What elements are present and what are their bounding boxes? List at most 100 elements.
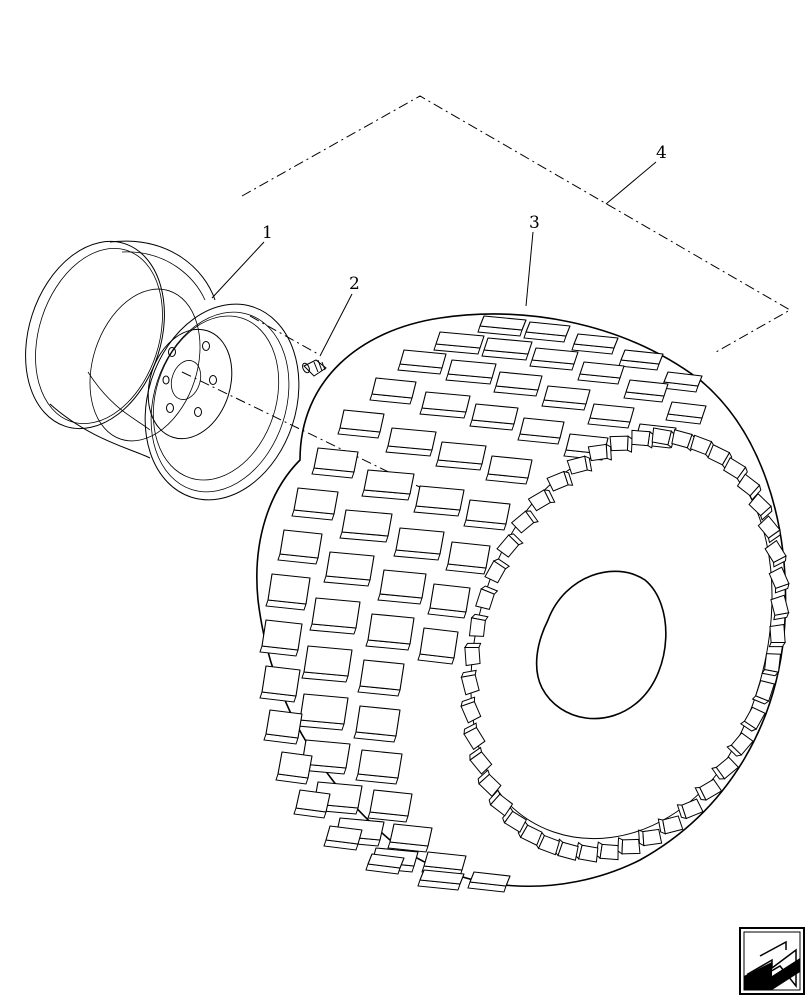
- tread-lugs: [259, 315, 707, 893]
- tread-lug: [339, 509, 393, 543]
- sidewall-lug: [463, 642, 482, 667]
- sidewall-lug: [657, 815, 684, 835]
- tread-lug: [311, 447, 359, 479]
- callout-1: 1: [262, 223, 273, 243]
- tread-lug: [445, 359, 497, 385]
- tread-lug: [661, 371, 703, 393]
- tread-lug: [353, 705, 401, 743]
- sidewall-lug: [488, 789, 514, 817]
- sidewall-lug: [694, 778, 723, 801]
- leader-lines: [211, 161, 657, 357]
- sidewall-lug: [510, 510, 539, 534]
- tread-lug: [481, 337, 533, 361]
- tread-lug: [477, 315, 527, 337]
- tread-lug: [291, 487, 339, 521]
- tread-lug: [323, 551, 375, 587]
- sidewall-lug: [764, 539, 787, 568]
- sidewall-lug: [739, 706, 766, 732]
- sidewall-lug: [574, 841, 599, 863]
- sidewall-lug: [761, 653, 782, 677]
- sidewall-lug: [469, 746, 493, 775]
- sidewall-lug: [617, 837, 641, 855]
- sidewall-lug: [770, 594, 790, 621]
- sidewall-lug: [496, 533, 524, 558]
- tread-lug: [397, 349, 447, 375]
- sidewall-lug: [484, 558, 511, 584]
- sidewall-lug: [711, 756, 740, 780]
- tread-lug: [529, 347, 579, 371]
- tread-lug: [587, 403, 635, 429]
- tread-lug: [259, 665, 301, 703]
- sidewall-lug: [463, 722, 486, 751]
- sidewall-lug: [587, 443, 612, 462]
- sidewall-lugs: [460, 427, 790, 863]
- tread-lug: [445, 541, 491, 575]
- tread-lug: [463, 499, 511, 531]
- assembly-outline: [241, 95, 792, 353]
- tread-lug: [523, 321, 571, 343]
- sidewall-lug: [757, 515, 781, 544]
- callout-3: 3: [529, 213, 540, 233]
- tire-sidewall: [470, 441, 773, 840]
- tread-lug: [275, 751, 313, 785]
- tread-lug: [577, 361, 625, 385]
- sidewall-lug: [546, 470, 574, 492]
- sidewall-lug: [475, 585, 499, 610]
- sidewall-lug: [736, 473, 762, 501]
- callout-2: 2: [349, 274, 360, 294]
- callout-4: 4: [656, 143, 667, 163]
- tread-lug: [469, 403, 519, 431]
- tread-lug: [419, 391, 471, 419]
- sidewall-lug: [748, 493, 773, 521]
- tread-lug: [365, 613, 415, 651]
- sidewall-lug: [595, 841, 619, 861]
- sidewall-lug: [768, 566, 790, 594]
- tread-lug: [433, 331, 485, 355]
- tread-lug: [618, 349, 664, 371]
- tread-lug: [665, 401, 707, 425]
- tread-lug: [517, 417, 565, 445]
- tread-lug: [277, 529, 323, 565]
- tread-lug: [377, 569, 427, 605]
- tire: [256, 313, 790, 893]
- sidewall-lug: [676, 798, 704, 820]
- tread-lug: [467, 871, 511, 893]
- tread-lug: [369, 377, 417, 405]
- sidewall-lug: [631, 429, 655, 449]
- tread-lug: [265, 573, 311, 611]
- tread-lug: [361, 469, 415, 501]
- sidewall-lug: [517, 820, 543, 846]
- tread-lug: [623, 379, 669, 403]
- tread-lug: [367, 789, 413, 823]
- tread-lug: [387, 823, 433, 853]
- tread-lug: [435, 441, 487, 471]
- tread-lug: [427, 583, 471, 619]
- rim: [25, 240, 300, 501]
- tread-lug: [323, 825, 363, 851]
- sidewall-lug: [751, 680, 775, 705]
- sidewall-lug: [638, 828, 663, 847]
- tread-lug: [355, 749, 403, 785]
- tread-lug: [417, 627, 459, 665]
- tread-lug: [571, 333, 619, 355]
- sidewall-lug: [609, 435, 633, 453]
- sidewall-lug: [566, 455, 593, 475]
- back-arrow-icon[interactable]: [739, 927, 805, 995]
- tread-lug: [259, 619, 303, 657]
- sidewall-lug: [468, 613, 489, 637]
- tread-lug: [393, 527, 445, 561]
- tread-lug: [365, 853, 405, 875]
- tread-lug: [263, 709, 303, 745]
- sidewall-lug: [527, 489, 556, 512]
- tread-lug: [337, 409, 385, 439]
- tread-lug: [385, 427, 437, 457]
- sidewall-lug: [768, 623, 787, 648]
- sidewall-lug: [726, 732, 754, 757]
- sidewall-lug: [460, 696, 482, 724]
- sidewall-lug: [651, 427, 676, 449]
- sidewall-lug: [460, 669, 480, 696]
- tread-lug: [297, 693, 349, 731]
- tread-lug: [493, 371, 543, 397]
